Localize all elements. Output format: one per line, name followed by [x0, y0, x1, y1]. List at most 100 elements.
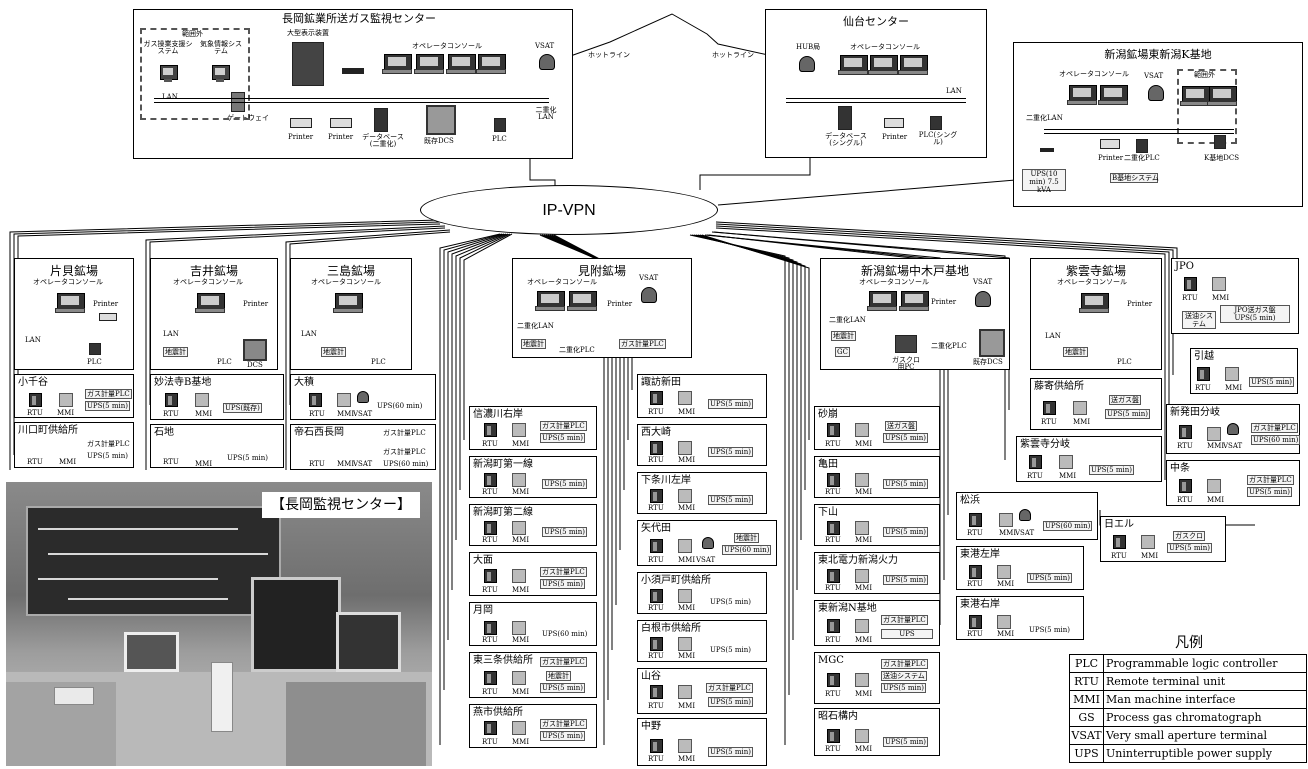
gas-plc-tag: ガス計量PLC: [619, 339, 666, 350]
mmi-icon: [1212, 277, 1226, 291]
dual-lan-label: 二重化LAN: [829, 316, 866, 324]
rtu-icon: [827, 619, 840, 633]
ups-tag: UPS(5 min): [85, 401, 130, 412]
vsat-dish-icon: [1227, 423, 1239, 435]
mmi-label: MMI: [1141, 552, 1159, 560]
vsat-dish-icon: [1019, 509, 1031, 521]
rtu-icon: [827, 569, 840, 583]
mmi-label: MMI: [678, 652, 696, 660]
hub-label: HUB局: [796, 43, 821, 51]
printer-label: Printer: [1127, 300, 1153, 308]
gc-pc-label: ガスクロ用PC: [892, 356, 920, 371]
console-3-icon: [446, 54, 476, 74]
rtu-icon: [165, 393, 178, 407]
mmi-label: MMI: [855, 536, 873, 544]
console-1-icon: [535, 291, 565, 311]
seismo-tag: 地震計: [831, 331, 856, 342]
console-icon: [195, 293, 225, 313]
rtu-label: RTU: [482, 688, 498, 696]
mmi-label: MMI: [337, 410, 355, 418]
printer-1-label: Printer: [288, 133, 314, 141]
mmi-label: MMI: [997, 630, 1015, 638]
site-title: 下山: [818, 507, 838, 518]
seismo-tag: 地震計: [1063, 347, 1088, 358]
plc-label: PLC: [217, 358, 232, 366]
ups-tag: UPS(5 min): [708, 399, 753, 410]
mmi-icon: [195, 393, 209, 407]
ups-tag: UPS: [881, 629, 933, 640]
site-title: 信濃川右岸: [473, 409, 523, 420]
rtu-icon: [484, 473, 497, 487]
site-title: 東新潟N基地: [818, 603, 877, 614]
console-label: オペレータコンソール: [412, 42, 482, 50]
monitor-1: [251, 577, 341, 672]
mmi-icon: [59, 393, 73, 407]
seismo-tag: 地震計: [546, 671, 571, 682]
dual-plc-icon: [1136, 139, 1148, 153]
console-1-icon: [867, 291, 897, 311]
ups-tag: UPS(5 min): [1027, 573, 1072, 584]
dcs-icon: [243, 339, 267, 361]
rtu-label: RTU: [1027, 472, 1043, 480]
vsat-dish-icon: [357, 391, 369, 403]
rtu-icon: [650, 539, 663, 553]
rtu-icon: [1179, 479, 1192, 493]
vsat-label: VSAT: [353, 410, 373, 418]
legend-abbr: VSAT: [1069, 726, 1104, 745]
ups-tag: UPS(60 min): [1251, 435, 1301, 446]
vsat-label: VSAT: [1223, 442, 1243, 450]
mmi-label: MMI: [678, 408, 696, 416]
printer-icon: [884, 118, 904, 128]
rtu-label: RTU: [309, 410, 325, 418]
mmi-label: MMI: [1059, 472, 1077, 480]
database-icon: [838, 106, 852, 130]
pc-tower: [211, 662, 233, 732]
plc-icon: [930, 116, 942, 130]
gas-support-label: ガス操業支援システム: [143, 40, 193, 55]
nakakido-base: 新潟鉱場中木戸基地 オペレータコンソール Printer VSAT 二重化LAN…: [820, 258, 1010, 371]
mmi-icon: [678, 391, 692, 405]
legend-abbr: PLC: [1069, 654, 1104, 673]
rtu-label: RTU: [482, 536, 498, 544]
rtu-icon: [1184, 277, 1197, 291]
mmi-label: MMI: [678, 504, 696, 512]
console-1-icon: [1067, 85, 1097, 105]
rtu-icon: [1043, 401, 1056, 415]
console-label: オペレータコンソール: [1057, 278, 1127, 286]
ups-tag: UPS(5 min): [1167, 543, 1212, 554]
mmi-icon: [678, 489, 692, 503]
ups-tag: UPS(5 min): [708, 747, 753, 758]
jpo-panel-tag: JPO送ガス盤 UPS(5 min): [1220, 305, 1290, 324]
rtu-label: RTU: [27, 458, 43, 466]
mmi-icon: [512, 521, 526, 535]
rtu-icon: [650, 489, 663, 503]
ups-label: UPS(60 min): [383, 460, 429, 468]
legend-desc: Programmable logic controller: [1103, 654, 1307, 673]
monitor-3: [124, 632, 179, 672]
plc-label: PLC: [492, 135, 507, 143]
rtu-label: RTU: [163, 410, 179, 418]
mmi-icon: [1073, 401, 1087, 415]
mmi-icon: [678, 589, 692, 603]
rtu-label: RTU: [648, 408, 664, 416]
telephone: [54, 687, 94, 705]
printer-icon: [99, 313, 117, 321]
vsat-dish-icon: [975, 291, 991, 307]
site-title: 松浜: [960, 495, 980, 506]
mmi-label: MMI: [512, 688, 530, 696]
rtu-label: RTU: [482, 488, 498, 496]
mmi-icon: [855, 423, 869, 437]
mmi-icon: [678, 539, 692, 553]
gas-plc-tag: ガス計量PLC: [1251, 423, 1298, 434]
ups-tag: UPS(5 min): [542, 479, 587, 490]
